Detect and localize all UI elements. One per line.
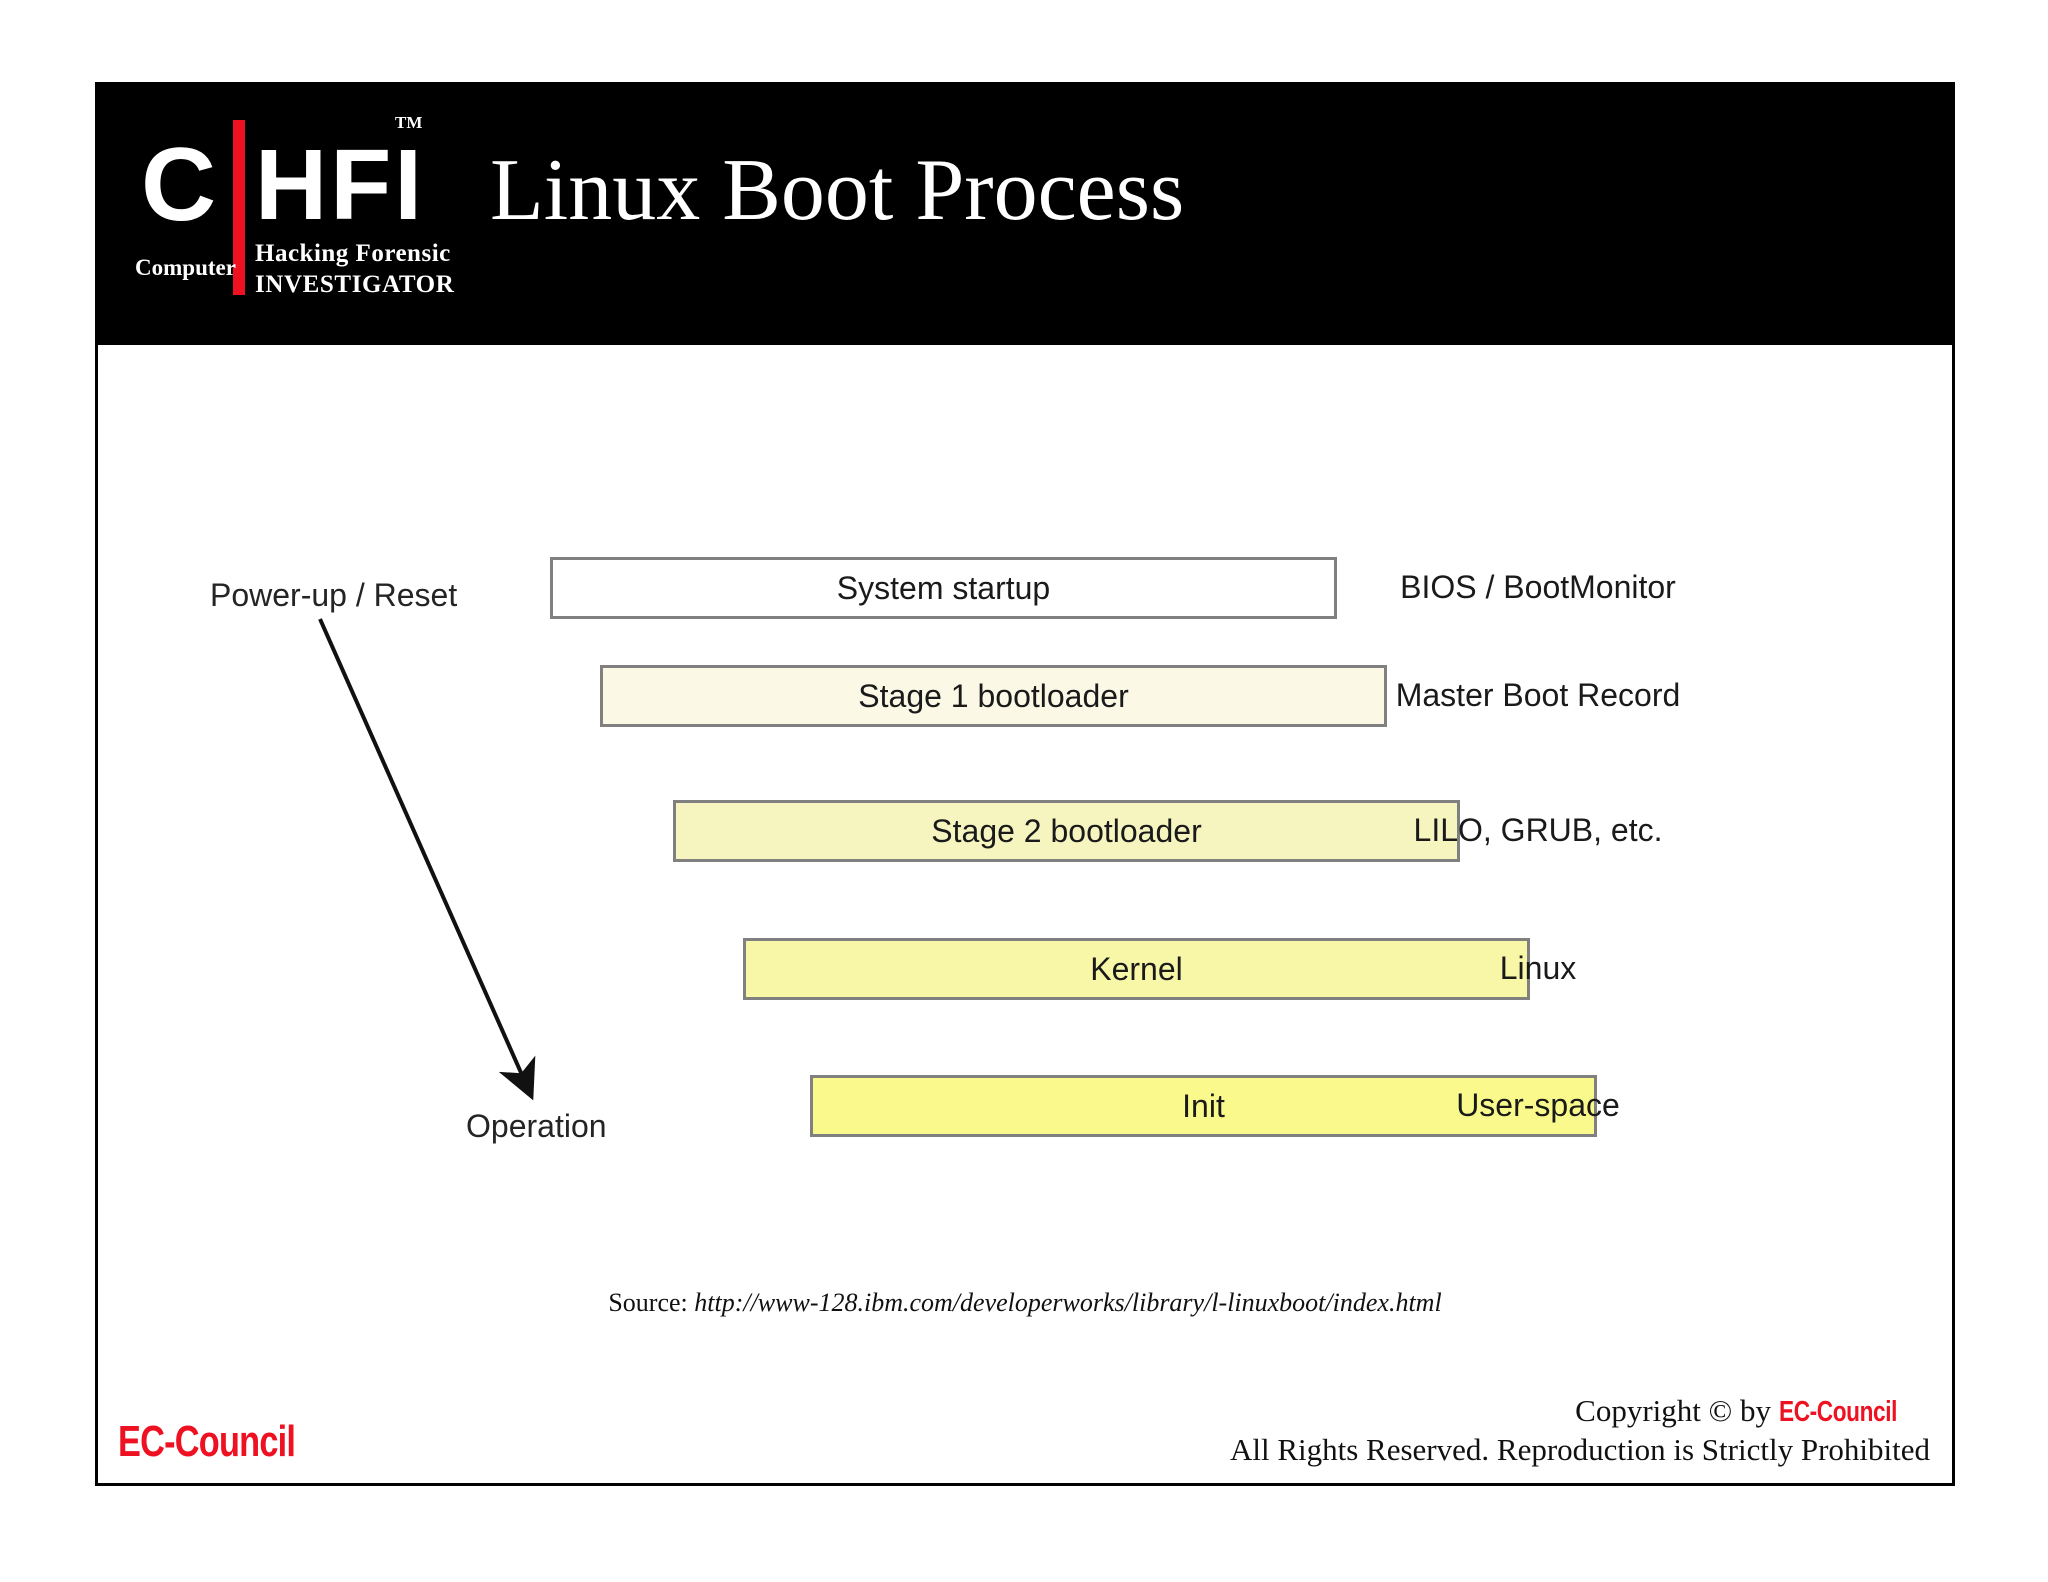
side-label-bios: BIOS / BootMonitor: [1400, 569, 1676, 605]
slide: C HFI TM Computer Hacking Forensic INVES…: [95, 82, 1955, 1486]
logo-subtitle: Hacking Forensic INVESTIGATOR: [255, 238, 454, 300]
source-url: http://www-128.ibm.com/developerworks/li…: [694, 1288, 1442, 1317]
logo-letters-hfi: HFI: [255, 129, 426, 241]
stage-box-label: Init: [1182, 1087, 1225, 1124]
page-title: Linux Boot Process: [490, 142, 1185, 239]
stage-box-stage-2-bootloader[interactable]: Stage 2 bootloader: [673, 800, 1460, 862]
stage-box-init[interactable]: Init: [810, 1075, 1597, 1137]
copyright-line: Copyright © by EC-Council: [1230, 1392, 1930, 1431]
stage-box-stage-1-bootloader[interactable]: Stage 1 bootloader: [600, 665, 1387, 727]
logo-word-computer: Computer: [135, 255, 236, 280]
rights-reserved-line: All Rights Reserved. Reproduction is Str…: [1229, 1432, 1930, 1467]
logo-red-bar-icon: [233, 120, 245, 295]
power-up-reset-label: Power-up / Reset: [210, 577, 458, 613]
copyright-brand: EC-Council: [1778, 1396, 1897, 1428]
logo-subtitle-line1: Hacking Forensic: [255, 240, 451, 267]
footer-brand-logo: EC-Council: [118, 1417, 296, 1466]
operation-label: Operation: [466, 1108, 607, 1144]
stage-box-label: Stage 2 bootloader: [931, 812, 1202, 849]
stage-box-label: Stage 1 bootloader: [858, 677, 1129, 714]
logo-subtitle-line2: INVESTIGATOR: [255, 271, 455, 298]
chfi-logo: C HFI TM Computer Hacking Forensic INVES…: [133, 103, 458, 318]
side-label-master-boot-record: Master Boot Record: [1395, 677, 1681, 713]
source-citation: Source: http://www-128.ibm.com/developer…: [98, 1288, 1952, 1318]
source-label: Source:: [608, 1288, 688, 1317]
stage-box-system-startup[interactable]: System startup: [550, 557, 1337, 619]
footer-copyright: Copyright © by EC-Council All Rights Res…: [1230, 1392, 1930, 1469]
copyright-by: by: [1732, 1393, 1779, 1428]
copyright-prefix: Copyright: [1575, 1393, 1709, 1428]
copyright-symbol-icon: ©: [1708, 1393, 1733, 1428]
side-label-linux: Linux: [1499, 950, 1577, 986]
boot-process-diagram: Power-up / Reset Operation System startu…: [98, 345, 1952, 1345]
side-label-lilo-grub: LILO, GRUB, etc.: [1413, 812, 1663, 848]
stage-box-label: System startup: [836, 569, 1051, 606]
trademark-icon: TM: [395, 113, 423, 132]
slide-header: C HFI TM Computer Hacking Forensic INVES…: [98, 85, 1952, 345]
stage-box-label: Kernel: [1090, 950, 1183, 987]
logo-letter-c: C: [141, 127, 216, 243]
stage-box-kernel[interactable]: Kernel: [743, 938, 1530, 1000]
side-label-user-space: User-space: [1456, 1087, 1620, 1123]
